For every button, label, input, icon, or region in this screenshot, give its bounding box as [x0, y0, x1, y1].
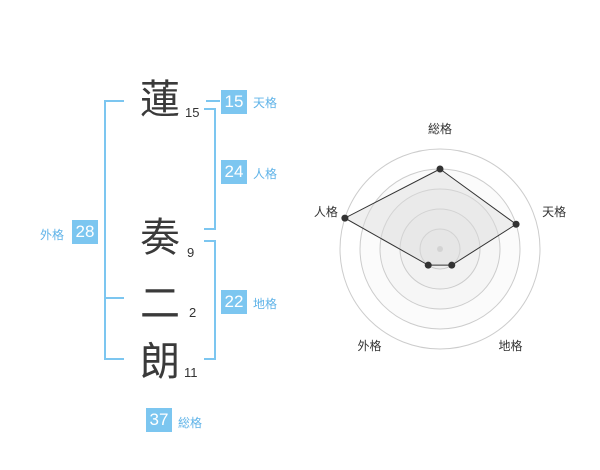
chikaku-value-badge: 22	[221, 290, 247, 314]
radar-data-polygon	[343, 168, 517, 266]
jinkaku-bracket	[204, 108, 216, 230]
gaikaku-bracket-mid-tick	[104, 297, 124, 299]
gaikaku-value-badge: 28	[72, 220, 98, 244]
radar-point-4	[424, 261, 432, 269]
chikaku-label: 地格	[253, 297, 278, 311]
radar-point-1	[436, 165, 444, 173]
tenkaku-label: 天格	[253, 96, 278, 110]
name-char-3: 二	[140, 281, 180, 327]
radar-axis-label-5: 人格	[314, 204, 338, 219]
radar-axis-label-4: 外格	[357, 338, 381, 353]
soukaku-value-badge: 37	[146, 408, 172, 432]
radar-point-2	[512, 220, 520, 228]
gaikaku-label: 外格	[40, 228, 65, 242]
radar-center-dot	[437, 246, 443, 252]
radar-axis-label-3: 地格	[499, 338, 523, 353]
gaikaku-bracket	[104, 100, 124, 360]
soukaku-label: 総格	[178, 416, 203, 430]
stroke-count-1: 15	[185, 105, 200, 120]
tenkaku-bracket	[206, 100, 220, 102]
stroke-count-3: 2	[189, 305, 197, 320]
tenkaku-value-badge: 15	[221, 90, 247, 114]
name-char-4: 朗	[140, 339, 180, 385]
radar-point-5	[341, 214, 349, 222]
stroke-count-2: 9	[187, 245, 195, 260]
name-char-2: 奏	[140, 215, 180, 261]
jinkaku-label: 人格	[253, 167, 278, 181]
radar-axis-label-2: 天格	[542, 204, 566, 219]
stroke-count-4: 11	[184, 365, 198, 380]
name-char-1: 蓮	[140, 77, 180, 123]
radar-point-3	[448, 261, 456, 269]
chikaku-bracket	[204, 240, 216, 360]
radar-axis-label-1: 総格	[428, 121, 452, 136]
jinkaku-value-badge: 24	[221, 160, 247, 184]
